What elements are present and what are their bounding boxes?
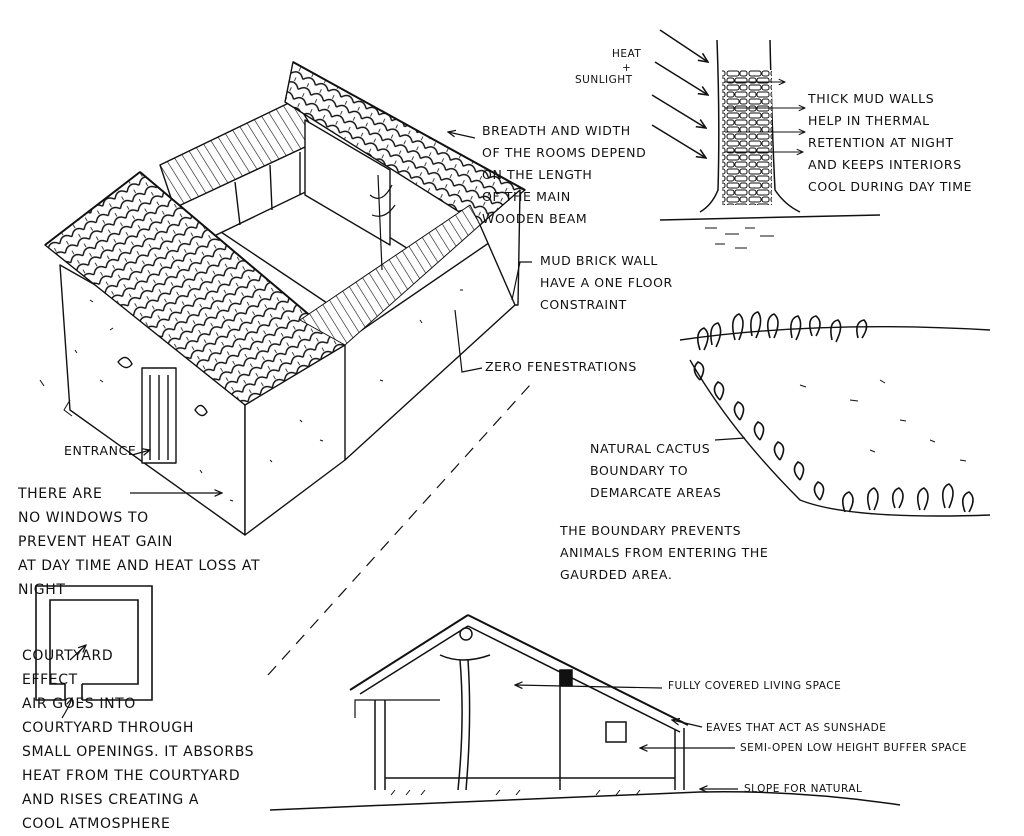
note-zero-fenestrations: ZERO FENESTRATIONS <box>485 356 637 378</box>
note-entrance: ENTRANCE <box>64 440 136 462</box>
note-courtyard-effect: COURTYARD EFFECT AIR GOES INTO COURTYARD… <box>22 644 254 836</box>
note-cactus-boundary: NATURAL CACTUS BOUNDARY TO DEMARCATE ARE… <box>590 438 721 504</box>
note-fully-covered: FULLY COVERED LIVING SPACE <box>668 676 841 696</box>
note-boundary-prevents: THE BOUNDARY PREVENTS ANIMALS FROM ENTER… <box>560 520 768 586</box>
cactus-boundary-sketch <box>680 312 990 516</box>
note-thick-mud-walls: THICK MUD WALLS HELP IN THERMAL RETENTIO… <box>808 88 972 198</box>
note-mud-brick-wall: MUD BRICK WALL HAVE A ONE FLOOR CONSTRAI… <box>540 250 673 316</box>
note-beam-length: BREADTH AND WIDTH OF THE ROOMS DEPEND ON… <box>482 120 646 230</box>
note-no-windows: THERE ARE NO WINDOWS TO PREVENT HEAT GAI… <box>18 482 260 602</box>
note-eaves: EAVES THAT ACT AS SUNSHADE <box>706 718 886 738</box>
note-semi-open: SEMI-OPEN LOW HEIGHT BUFFER SPACE <box>740 738 967 758</box>
note-slope: SLOPE FOR NATURAL <box>744 779 862 799</box>
note-sunlight: SUNLIGHT <box>575 70 633 90</box>
